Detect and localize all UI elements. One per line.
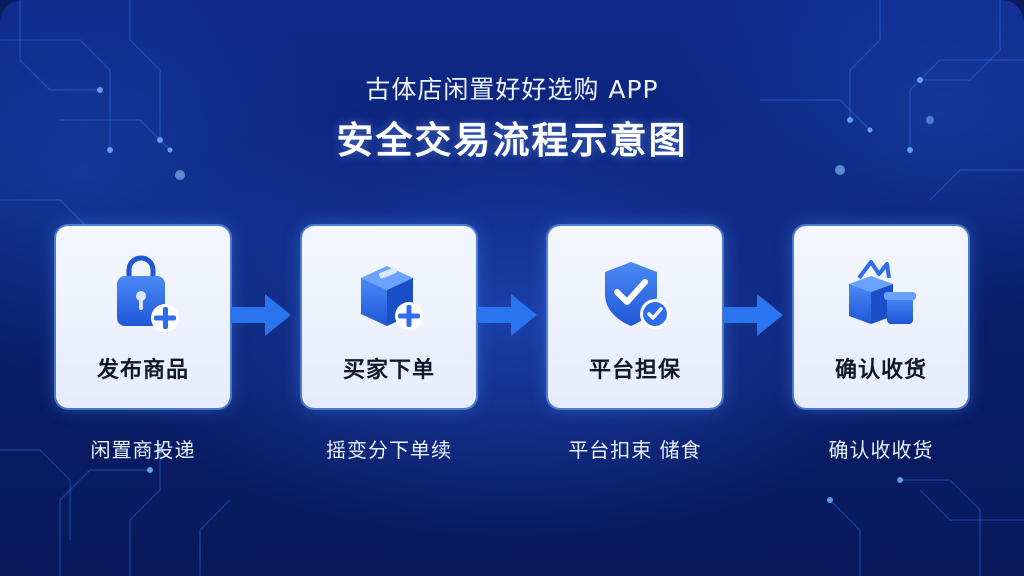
step-caption: 平台扣束 储食 [568, 438, 702, 462]
arrow-right-icon [477, 294, 537, 336]
shield-check-icon [605, 262, 670, 329]
page-title: 安全交易流程示意图 [336, 119, 688, 162]
bag-plus-icon [117, 255, 179, 332]
step-label: 确认收货 [834, 358, 927, 383]
arrow-right-icon [723, 294, 783, 336]
step-label: 平台担保 [588, 358, 681, 383]
step-card-receive: 确认收货 [794, 226, 968, 408]
step-card-publish: 发布商品 [56, 226, 230, 408]
step-caption: 闲置商投递 [90, 438, 196, 462]
arrow-right-icon [231, 294, 291, 336]
step-caption: 确认收收货 [828, 438, 934, 462]
step-card-order: 买家下单 [302, 226, 476, 408]
step-label: 买家下单 [342, 358, 435, 383]
box-plus-icon [361, 266, 423, 330]
title-subtitle: 古体店闲置好好选购 APP [365, 75, 659, 104]
step-card-guarantee: 平台担保 [548, 226, 722, 408]
step-label: 发布商品 [96, 358, 189, 383]
step-caption: 摇变分下单续 [326, 438, 452, 462]
package-received-icon [849, 260, 916, 324]
